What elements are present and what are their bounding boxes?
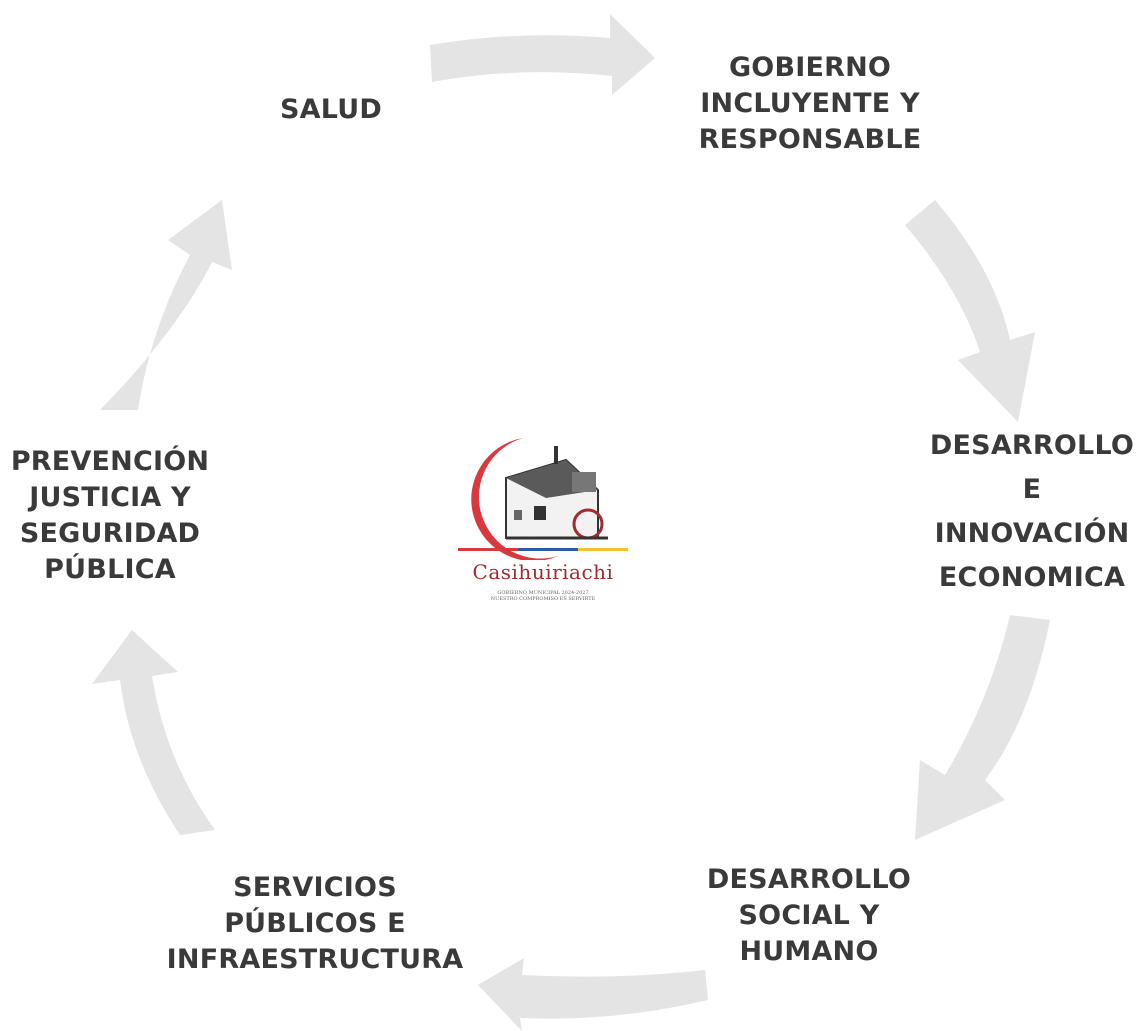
node-servicios-line-1: SERVICIOS: [233, 872, 397, 903]
node-social-line-2: SOCIAL Y: [738, 900, 880, 931]
logo-subtitle-line-1: GOBIERNO MUNICIPAL 2024-2027: [497, 590, 589, 596]
logo-building-icon: [505, 446, 608, 540]
node-gobierno-line-1: GOBIERNO: [728, 52, 892, 83]
node-gobierno: GOBIERNO INCLUYENTE Y RESPONSABLE: [660, 50, 960, 158]
node-prevencion-line-3: SEGURIDAD: [19, 518, 201, 549]
node-desarrollo-line-1: DESARROLLO: [929, 430, 1135, 461]
logo-emblem: [458, 438, 628, 562]
node-servicios: SERVICIOS PÚBLICOS E INFRAESTRUCTURA: [150, 870, 480, 978]
node-desarrollo-line-3: INNOVACIÓN: [934, 518, 1130, 549]
logo-subtitle: GOBIERNO MUNICIPAL 2024-2027 NUESTRO COM…: [448, 590, 638, 602]
node-servicios-line-3: INFRAESTRUCTURA: [166, 944, 464, 975]
node-salud-line-1: SALUD: [280, 94, 382, 125]
logo-stripe-blue: [518, 548, 578, 551]
node-desarrollo-social: DESARROLLO SOCIAL Y HUMANO: [684, 862, 934, 970]
node-desarrollo-economico: DESARROLLO E INNOVACIÓN ECONOMICA: [912, 424, 1145, 600]
node-desarrollo-line-2: E: [1022, 474, 1042, 505]
node-gobierno-line-2: INCLUYENTE Y: [700, 88, 920, 119]
node-prevencion-line-1: PREVENCIÓN: [10, 446, 210, 477]
arrow-desarrollo-to-social: [915, 615, 1050, 840]
node-gobierno-line-3: RESPONSABLE: [698, 124, 922, 155]
node-salud: SALUD: [236, 92, 426, 128]
node-desarrollo-line-4: ECONOMICA: [938, 562, 1126, 593]
arrow-gobierno-to-desarrollo: [905, 200, 1035, 422]
arrow-servicios-to-prevencion: [92, 630, 215, 835]
node-social-line-3: HUMANO: [739, 936, 879, 967]
logo-subtitle-line-2: NUESTRO COMPROMISO ES SERVIRTE: [490, 596, 596, 602]
node-servicios-line-2: PÚBLICOS E: [224, 908, 406, 939]
logo-stripe-yellow: [578, 548, 628, 551]
node-prevencion-line-4: PÚBLICA: [44, 554, 176, 585]
node-social-line-1: DESARROLLO: [706, 864, 912, 895]
municipal-logo: Casihuiriachi GOBIERNO MUNICIPAL 2024-20…: [448, 420, 648, 602]
logo-title: Casihuiriachi: [472, 560, 614, 584]
arrow-salud-to-gobierno: [430, 14, 655, 95]
arrow-prevencion-to-salud: [100, 200, 232, 410]
arrow-social-to-servicios: [478, 958, 708, 1031]
node-prevencion: PREVENCIÓN JUSTICIA Y SEGURIDAD PÚBLICA: [0, 444, 220, 588]
logo-stripe-red: [458, 548, 518, 551]
node-prevencion-line-2: JUSTICIA Y: [29, 482, 191, 513]
